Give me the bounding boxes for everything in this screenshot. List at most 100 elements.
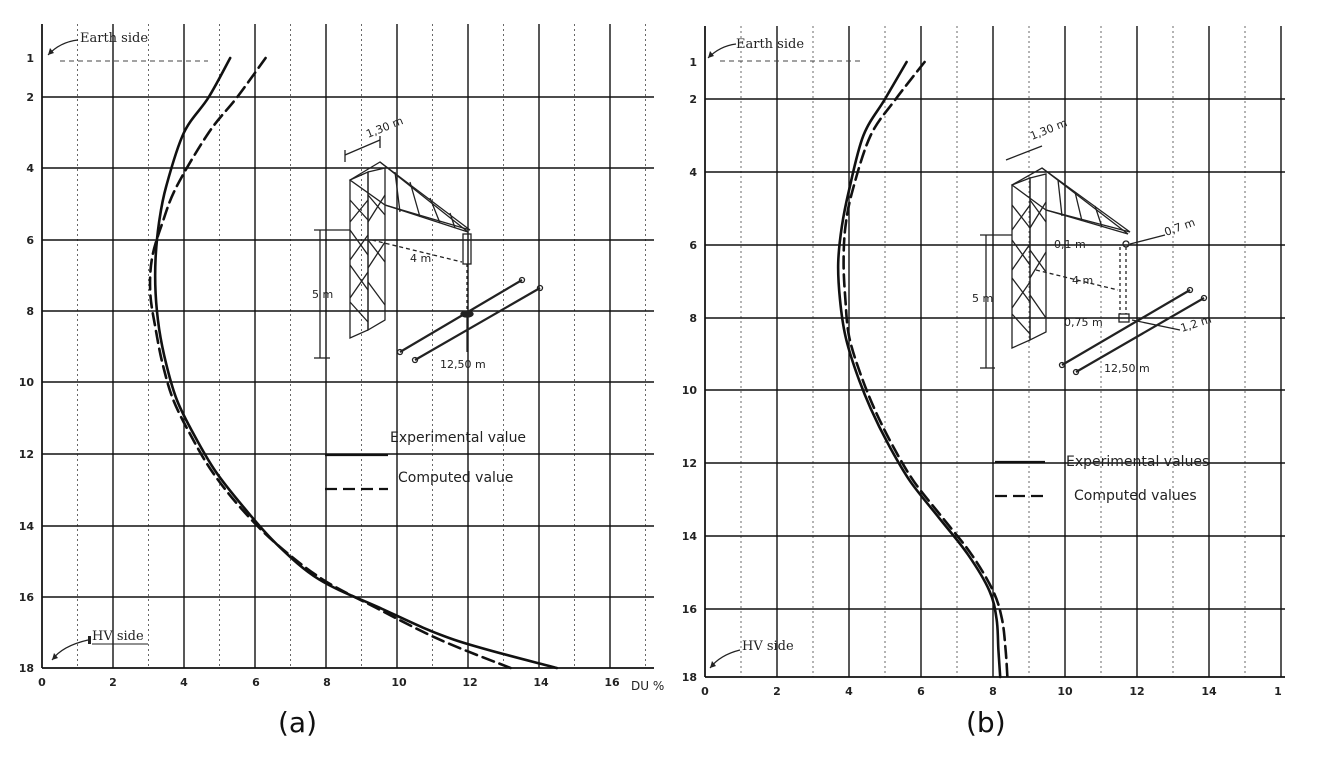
x-tick-label: 0 <box>38 676 46 689</box>
panel-b-crossarm-brace <box>1074 191 1083 222</box>
y-tick-label: 6 <box>689 239 697 252</box>
panel-a-inset-length: 12,50 m <box>440 358 486 371</box>
panel-b-dim-span <box>1035 269 1119 291</box>
panel-b-inset-span: 4 m <box>1072 274 1093 287</box>
y-tick-label: 18 <box>19 662 34 675</box>
panel-a-tower-right <box>367 167 386 332</box>
panel-b-tower-brace <box>1011 277 1031 303</box>
panel-b-crossarm-line <box>1045 209 1129 235</box>
x-tick-label: 16 <box>604 676 620 689</box>
panel-b-legend-computed: Computed values <box>1074 488 1197 504</box>
panel-b-inset-bottom-drop: 0,75 m <box>1064 316 1103 329</box>
panel-b-conductor-end <box>1072 368 1080 376</box>
panel-b-inset-length: 12,50 m <box>1104 362 1150 375</box>
x-tick-label: 14 <box>1201 685 1217 698</box>
experimental-curve <box>153 56 559 670</box>
panel-b-tower-brace <box>1029 294 1047 319</box>
panel-a-series <box>148 56 559 670</box>
panel-a-grid <box>41 24 654 669</box>
y-tick-label: 4 <box>689 166 697 179</box>
panel-a-crossarm <box>348 161 471 231</box>
panel-a-tower-brace <box>349 229 369 256</box>
x-tick-label: 10 <box>391 676 407 689</box>
y-tick-label: 8 <box>26 305 34 318</box>
panel-a-legend-computed: Computed value <box>398 470 513 486</box>
panel-a-tower-left <box>349 170 369 340</box>
panel-a-inset-diagram <box>314 136 544 364</box>
panel-b-tower-brace <box>1029 249 1047 273</box>
panel-a-tower-brace <box>349 264 369 291</box>
y-tick-label: 8 <box>689 312 697 325</box>
y-tick-label: 2 <box>689 93 697 106</box>
panel-a-earth-arrowhead <box>48 48 54 55</box>
panel-a-inset-width: 1,30 m <box>364 114 405 141</box>
panel-b-crossarm-brace <box>1057 179 1063 217</box>
panel-b-tower-brace <box>1011 243 1031 271</box>
panel-a-hv-arrow <box>51 639 89 661</box>
x-tick-label: 14 <box>533 676 549 689</box>
panel-a-label: (a) <box>278 706 317 739</box>
panel-b-insulator-top <box>1122 240 1130 248</box>
panel-b-clamp <box>1118 313 1130 323</box>
panel-b-inset-diagram <box>980 145 1208 376</box>
computed-curve <box>148 56 512 670</box>
panel-a-conductor-end <box>518 276 526 284</box>
x-tick-label: 6 <box>917 685 925 698</box>
x-tick-label: 0 <box>701 685 709 698</box>
x-tick-label: 6 <box>252 676 260 689</box>
panel-a-conductor <box>414 287 541 361</box>
panel-b-earth-arrowhead <box>708 51 714 58</box>
panel-a-legend-experimental: Experimental value <box>390 430 526 446</box>
panel-b-inset-width: 1,30 m <box>1028 116 1069 143</box>
panel-a-crossarm-brace <box>394 171 401 213</box>
x-tick-label: 12 <box>1129 685 1144 698</box>
panel-a-tower-brace <box>367 241 386 269</box>
panel-b-tower-brace <box>1029 251 1047 279</box>
panel-a-tower-brace <box>349 271 369 299</box>
panel-a-dim-span <box>371 239 463 263</box>
panel-b-tower-brace <box>1011 239 1031 266</box>
experimental-curve <box>836 60 1002 679</box>
panel-b-tower-right <box>1029 173 1047 342</box>
y-tick-label: 1 <box>26 52 34 65</box>
panel-a-crossarm-brace <box>429 197 441 224</box>
panel-a-inset-span: 4 m <box>410 252 431 265</box>
x-tick-label: 10 <box>1057 685 1073 698</box>
panel-b-crossarm <box>1010 167 1131 233</box>
panel-a-hv-side: HV side <box>92 629 144 644</box>
panel-b-earth-side: Earth side <box>736 37 804 52</box>
panel-b-conductor <box>1061 289 1191 366</box>
x-tick-label: 8 <box>323 676 331 689</box>
y-tick-label: 16 <box>19 591 35 604</box>
panel-b-conductor-end <box>1186 286 1194 294</box>
panel-b-label: (b) <box>966 706 1006 739</box>
panel-a-conductor-end <box>411 356 419 364</box>
panel-b-crossarm-brace <box>1094 205 1103 228</box>
x-tick-label: 4 <box>180 676 188 689</box>
panel-b-tower-brace <box>1011 313 1031 335</box>
computed-curve <box>842 60 1009 679</box>
panel-a-insulator <box>462 233 472 265</box>
x-tick-label: 2 <box>773 685 781 698</box>
panel-b-tower-brace <box>1029 199 1047 223</box>
panel-b-grid <box>704 26 1285 678</box>
panel-a-tower-brace <box>367 194 386 216</box>
panel-a-tower-brace <box>367 239 386 263</box>
panel-a-inset-height: 5 m <box>312 288 333 301</box>
panel-a-conductor-end <box>536 284 544 292</box>
panel-b-legend-experimental: Experimental values <box>1066 454 1209 470</box>
x-tick-label: 4 <box>845 685 853 698</box>
y-tick-label: 6 <box>26 234 34 247</box>
y-tick-label: 4 <box>26 162 34 175</box>
y-tick-label: 1 <box>689 56 697 69</box>
y-tick-label: 16 <box>682 603 698 616</box>
y-tick-label: 12 <box>19 448 34 461</box>
panel-a-tower-brace <box>349 199 369 223</box>
panel-b-conductor-end <box>1200 294 1208 302</box>
panel-a-crossarm-brace <box>409 181 421 218</box>
x-tick-label: 2 <box>109 676 117 689</box>
panel-b-tower-brace <box>1011 281 1031 309</box>
